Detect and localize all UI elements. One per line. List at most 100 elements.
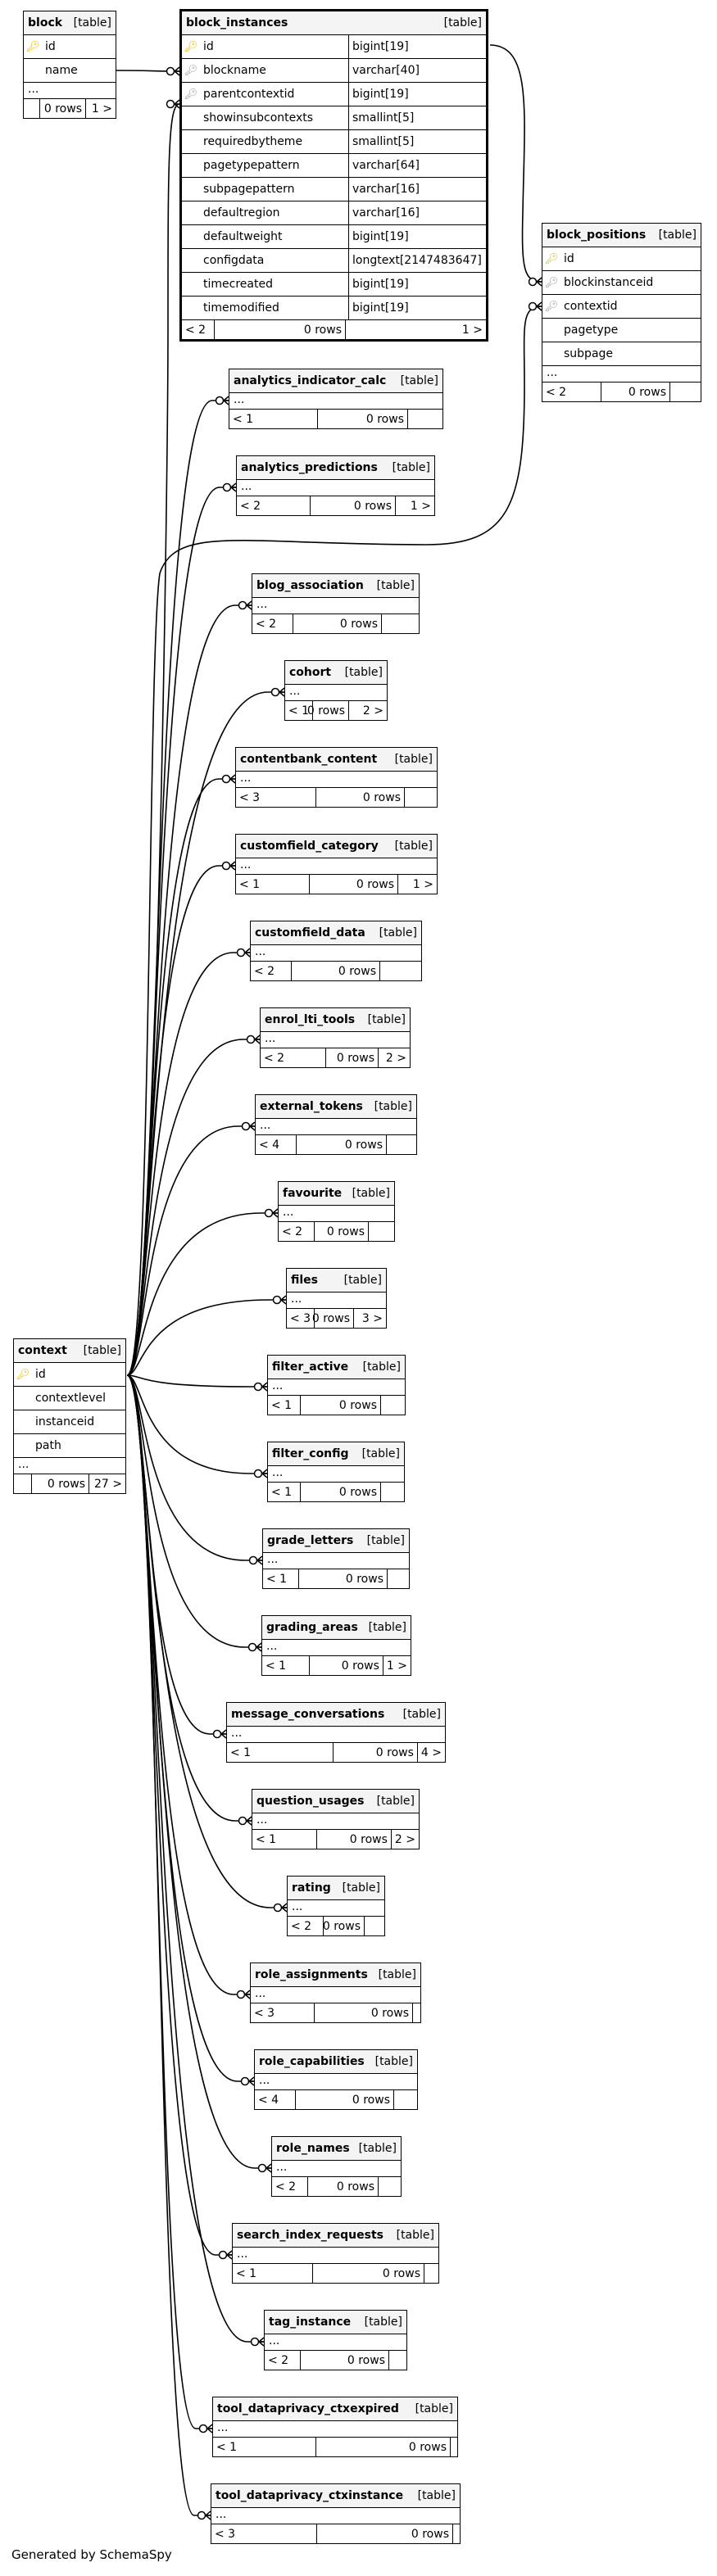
- footer-parents[interactable]: < 2: [265, 2351, 301, 2370]
- column-row[interactable]: 🔑︎contextid: [542, 295, 701, 319]
- footer-children[interactable]: 4 >: [420, 1745, 442, 1759]
- table-block[interactable]: block [table] 🔑︎ id name ... 0 rows 1 >: [23, 11, 116, 119]
- footer-children[interactable]: [453, 2524, 460, 2543]
- footer-children[interactable]: 1 >: [386, 1659, 407, 1673]
- column-row[interactable]: path: [14, 1434, 125, 1458]
- footer-parents[interactable]: < 1: [227, 1743, 334, 1762]
- column-row[interactable]: 🔑︎blockinstanceid: [542, 271, 701, 295]
- footer-children[interactable]: 1 >: [410, 499, 431, 513]
- footer-children[interactable]: 27 >: [94, 1477, 122, 1491]
- footer-children[interactable]: [369, 1222, 394, 1241]
- column-row[interactable]: pagetype: [542, 319, 701, 342]
- footer-children[interactable]: [381, 1483, 404, 1501]
- column-row[interactable]: contextlevel: [14, 1387, 125, 1410]
- footer-children[interactable]: [387, 1135, 416, 1154]
- table-tool-dataprivacy-ctxinstance[interactable]: tool_dataprivacy_ctxinstance[table]...< …: [211, 2483, 461, 2544]
- footer-parents[interactable]: < 1: [252, 1830, 318, 1849]
- footer-children[interactable]: 1 >: [91, 102, 112, 115]
- footer-parents[interactable]: < 3: [251, 2003, 315, 2022]
- column-row[interactable]: 🔑︎ id: [24, 35, 116, 59]
- footer-parents[interactable]: < 1: [268, 1483, 301, 1501]
- footer-parents[interactable]: < 1: [262, 1656, 311, 1675]
- footer-children[interactable]: 1 >: [412, 877, 433, 891]
- footer-children[interactable]: [413, 2003, 420, 2022]
- footer-parents[interactable]: < 2: [261, 1048, 326, 1067]
- footer-children[interactable]: [379, 2177, 401, 2196]
- table-block-positions[interactable]: block_positions [table] 🔑︎id🔑︎blockinsta…: [542, 223, 701, 402]
- footer-parents[interactable]: < 2: [279, 1222, 315, 1241]
- footer-parents[interactable]: < 2: [542, 383, 601, 401]
- footer-parents[interactable]: < 2: [251, 962, 292, 980]
- footer-children[interactable]: [381, 1396, 405, 1415]
- column-row[interactable]: 🔑︎id: [542, 247, 701, 271]
- footer-parents[interactable]: < 2: [252, 614, 293, 633]
- footer-children[interactable]: 2 >: [394, 1832, 415, 1846]
- table-tool-dataprivacy-ctxexpired[interactable]: tool_dataprivacy_ctxexpired[table]...< 1…: [212, 2397, 458, 2457]
- column-row[interactable]: name: [24, 59, 116, 83]
- footer-children[interactable]: 2 >: [362, 704, 383, 718]
- footer-children[interactable]: [365, 1917, 384, 1935]
- footer-parents[interactable]: < 3: [211, 2524, 318, 2543]
- column-row[interactable]: 🔑︎id: [14, 1363, 125, 1387]
- footer-children[interactable]: [451, 2438, 457, 2456]
- footer-parents[interactable]: < 1: [268, 1396, 301, 1415]
- footer-parents[interactable]: < 2: [288, 1917, 324, 1935]
- footer-children[interactable]: [389, 2351, 406, 2370]
- footer-children[interactable]: 2 >: [385, 1051, 406, 1065]
- footer-children[interactable]: [380, 962, 421, 980]
- footer-parents[interactable]: < 2: [182, 320, 215, 339]
- footer-children[interactable]: 1 >: [461, 323, 483, 337]
- footer-parents[interactable]: < 1: [236, 875, 310, 894]
- footer-parents[interactable]: < 4: [255, 2090, 296, 2109]
- footer-parents[interactable]: < 1: [233, 2264, 313, 2283]
- footer-children[interactable]: [394, 2090, 417, 2109]
- footer-children[interactable]: [405, 788, 437, 807]
- footer-parents[interactable]: < 2: [237, 496, 311, 515]
- footer-parents[interactable]: < 1: [285, 701, 313, 720]
- footer-parents[interactable]: < 1: [213, 2438, 316, 2456]
- footer-children[interactable]: [408, 410, 442, 428]
- footer-parents[interactable]: < 2: [272, 2177, 308, 2196]
- footer-parents[interactable]: < 1: [229, 410, 318, 428]
- column-row[interactable]: instanceid: [14, 1410, 125, 1434]
- footer-children[interactable]: 3 >: [361, 1311, 383, 1325]
- footer-parents[interactable]: < 1: [263, 1569, 299, 1588]
- footer-parents[interactable]: < 4: [256, 1135, 297, 1154]
- footer-parents[interactable]: < 3: [287, 1309, 315, 1328]
- footer-children[interactable]: [424, 2264, 438, 2283]
- column-row[interactable]: subpage: [542, 342, 701, 366]
- footer-children[interactable]: [388, 1569, 409, 1588]
